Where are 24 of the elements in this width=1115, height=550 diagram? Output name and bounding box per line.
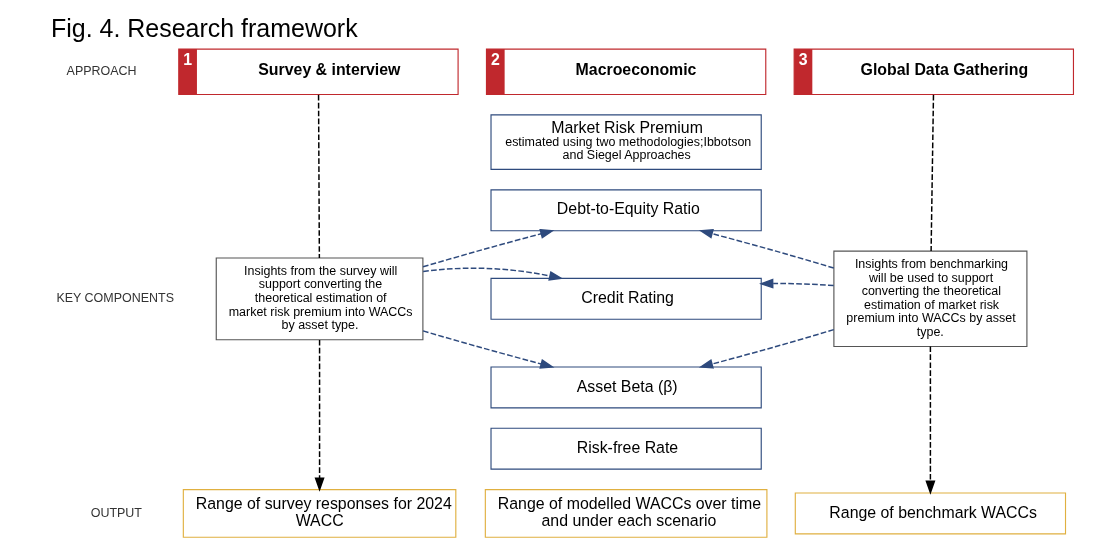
diagram-title: Fig. 4. Research framework [50,14,358,43]
node-box: Market Risk Premium estimated using two methodologies;Ibbotson and Siegel Approaches [489,114,762,170]
label: KEY COMPONENTS [55,291,174,306]
node-box: Credit Rating [489,277,762,320]
node-box: Range of modelled WACCs over time and under each scenario [484,489,767,538]
connector [317,94,320,259]
arrow [698,328,834,369]
node-box: Range of benchmark WACCs [794,492,1066,535]
connector [929,94,934,252]
node-box: Risk-free Rate [489,427,762,470]
node-box: Debt-to-Equity Ratio [489,189,762,232]
arrow [924,345,935,495]
arrow [421,330,554,369]
node-box: Asset Beta (β) [489,366,762,409]
arrow [698,229,834,269]
label: OUTPUT [90,505,142,520]
label: APPROACH [66,63,137,78]
arrow [421,267,563,281]
node-box: Insights from benchmarking will be used to support converting the theoretical estimation of market risk premium into WACCs by asset type. [832,250,1027,348]
node-box: Insights from the survey will support converting the theoretical estimation of market risk premium into WACCs by asset type. [215,257,423,341]
arrow [314,339,325,492]
arrow [758,278,834,289]
arrow [421,229,554,268]
node-box: Range of survey responses for 2024 WACC [182,489,456,538]
